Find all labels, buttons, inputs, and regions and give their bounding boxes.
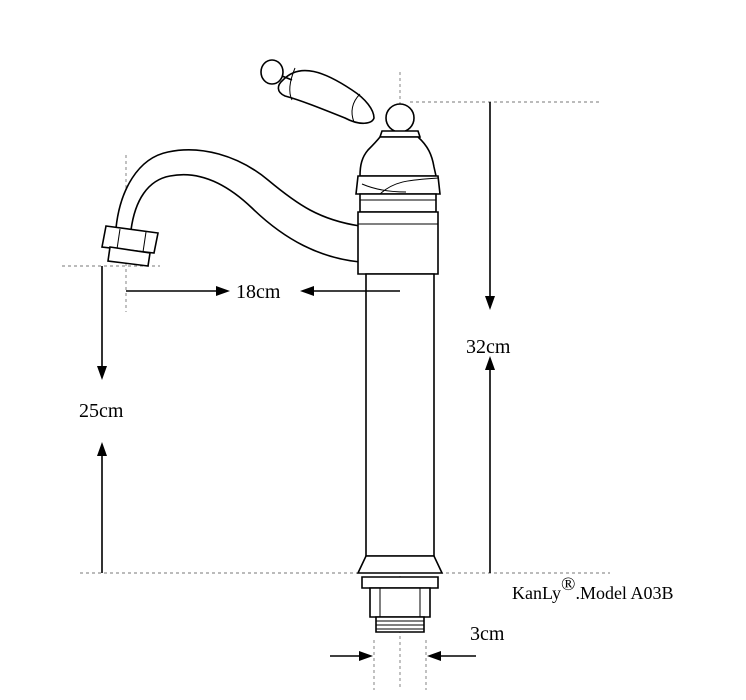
faucet-mounting-washer xyxy=(369,587,431,618)
total-height-label: 32cm xyxy=(466,336,511,358)
faucet-handle-lever xyxy=(277,69,375,125)
dimension-thread-diameter: 3cm xyxy=(330,623,505,661)
brand-name: KanLy xyxy=(512,583,561,603)
faucet-mounting-nut xyxy=(361,576,439,589)
dimension-spout-reach: 18cm xyxy=(126,281,400,303)
faucet-valve-ring xyxy=(355,175,441,195)
registered-mark: ® xyxy=(561,574,575,595)
spout-height-label: 25cm xyxy=(79,400,124,422)
faucet-spout-joint xyxy=(357,211,439,275)
dimension-spout-height: 25cm xyxy=(79,266,124,573)
faucet-aerator-nozzle xyxy=(107,246,151,267)
faucet-valve-housing xyxy=(359,136,437,177)
faucet xyxy=(101,59,444,633)
faucet-handle-knob xyxy=(260,59,284,85)
model-number: .Model A03B xyxy=(575,583,673,603)
faucet-cartridge-collar xyxy=(378,130,422,138)
faucet-column xyxy=(365,273,435,557)
faucet-cartridge-cap xyxy=(385,103,415,133)
faucet-base xyxy=(356,555,444,574)
faucet-valve-neck xyxy=(359,193,437,213)
spout-reach-label: 18cm xyxy=(236,281,281,303)
dimension-total-height: 32cm xyxy=(466,102,511,573)
thread-diameter-label: 3cm xyxy=(470,623,505,645)
brand-caption: KanLy®.Model A03B xyxy=(512,574,673,603)
